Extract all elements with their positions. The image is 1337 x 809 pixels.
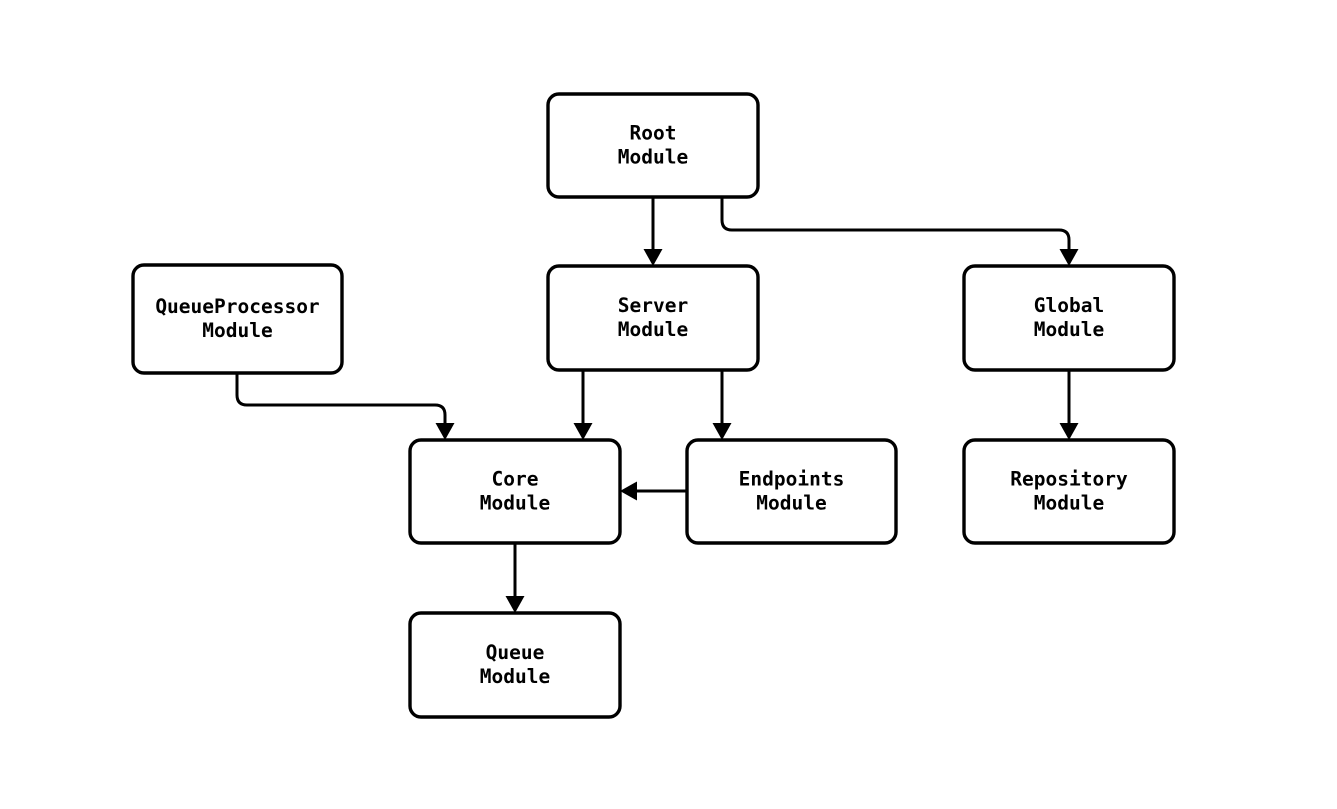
queue-module-node-shape[interactable] bbox=[408, 611, 622, 719]
edge-root-to-global-arrowhead bbox=[1059, 249, 1079, 266]
queue-module-node-label-line1: Queue bbox=[486, 640, 545, 663]
root-module-node-shape[interactable] bbox=[546, 92, 760, 199]
edge-server-to-core-arrowhead bbox=[573, 423, 593, 440]
server-module-node-label-line1: Server bbox=[618, 293, 688, 316]
edge-endpoints-to-core-arrowhead bbox=[620, 481, 637, 501]
edge-queueprocessor-to-core bbox=[235, 373, 455, 440]
edge-endpoints-to-core bbox=[620, 481, 687, 501]
core-module-node-shape[interactable] bbox=[408, 438, 622, 545]
endpoints-module-node-label-line1: Endpoints bbox=[739, 467, 845, 490]
edge-server-to-endpoints-arrowhead bbox=[712, 423, 732, 440]
edge-queueprocessor-to-core-line bbox=[235, 373, 447, 423]
edge-queueprocessor-to-core-arrowhead bbox=[435, 423, 455, 440]
repository-module-node-label-line1: Repository bbox=[1010, 467, 1128, 490]
edge-root-to-server bbox=[643, 197, 663, 266]
endpoints-module-node-label-line2: Module bbox=[756, 491, 826, 514]
edge-server-to-core bbox=[573, 370, 593, 440]
edge-server-to-endpoints bbox=[712, 370, 732, 440]
queue-module-node-label-line2: Module bbox=[480, 665, 550, 688]
core-module-node-label-line2: Module bbox=[480, 491, 550, 514]
server-module-node-shape[interactable] bbox=[546, 264, 760, 372]
edge-global-to-repository-arrowhead bbox=[1059, 423, 1079, 440]
queueprocessor-module-node-label-line1: QueueProcessor bbox=[155, 294, 319, 317]
core-module-node-label-line1: Core bbox=[492, 467, 539, 490]
queueprocessor-module-node-shape[interactable] bbox=[131, 263, 344, 375]
server-module-node-label-line2: Module bbox=[618, 318, 688, 341]
queueprocessor-module-node-label-line2: Module bbox=[202, 319, 272, 342]
global-module-node-label-line1: Global bbox=[1034, 293, 1104, 316]
edge-global-to-repository bbox=[1059, 370, 1079, 440]
edge-core-to-queue bbox=[505, 543, 525, 613]
edges-layer bbox=[235, 197, 1079, 613]
global-module-node-label-line2: Module bbox=[1034, 318, 1104, 341]
repository-module-node-shape[interactable] bbox=[962, 438, 1176, 545]
root-module-node-label-line2: Module bbox=[618, 145, 688, 168]
edge-root-to-server-arrowhead bbox=[643, 249, 663, 266]
edge-core-to-queue-arrowhead bbox=[505, 596, 525, 613]
edge-root-to-global bbox=[720, 197, 1079, 266]
repository-module-node-label-line2: Module bbox=[1034, 491, 1104, 514]
endpoints-module-node-shape[interactable] bbox=[685, 438, 898, 545]
global-module-node-shape[interactable] bbox=[962, 264, 1176, 372]
edge-root-to-global-line bbox=[720, 197, 1071, 249]
root-module-node-label-line1: Root bbox=[630, 121, 677, 144]
